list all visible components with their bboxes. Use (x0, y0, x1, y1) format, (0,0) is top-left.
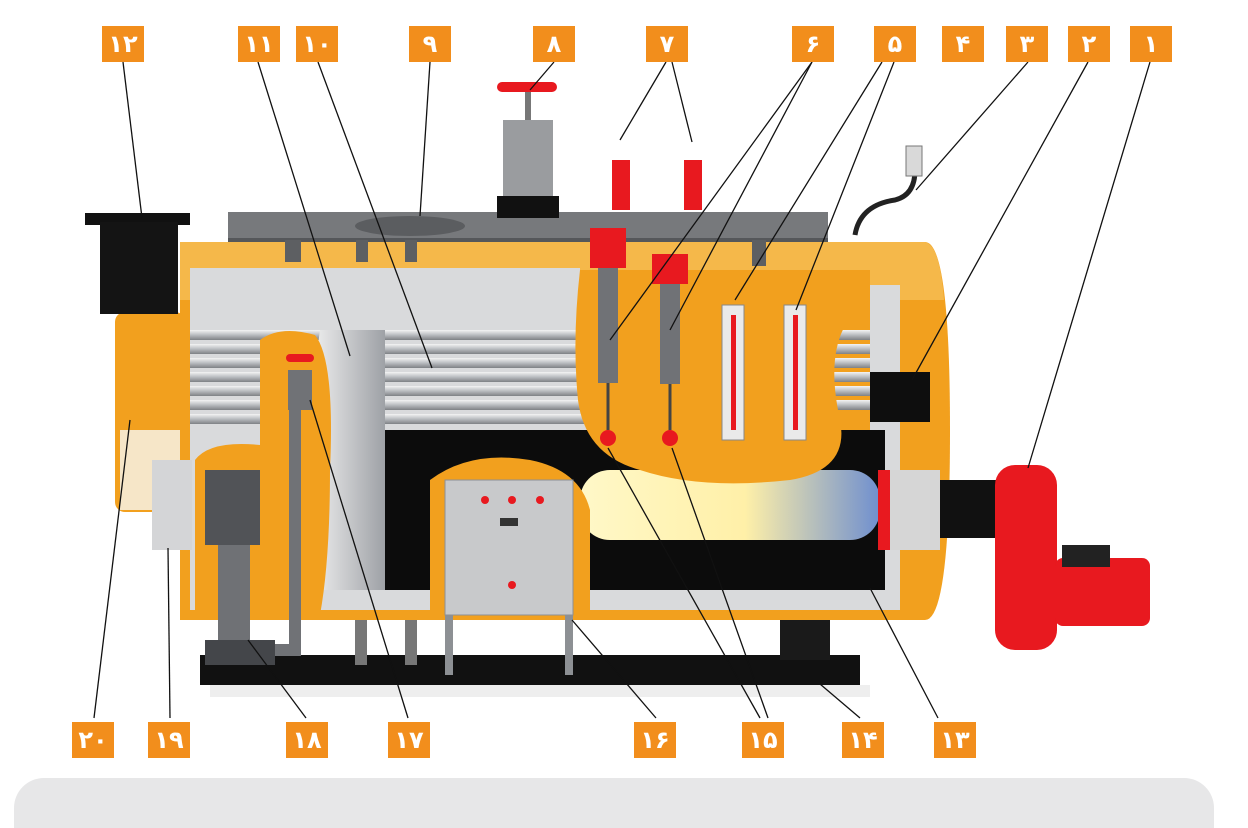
base-shadow (210, 685, 870, 697)
panel-lamp (536, 496, 544, 504)
manhole (355, 216, 465, 236)
pump-valve-wheel (286, 354, 314, 362)
panel-display (500, 518, 518, 526)
label-3: ۳ (1006, 26, 1048, 62)
safety-valve (612, 160, 630, 210)
panel-lamp (481, 496, 489, 504)
label-10: ۱۰ (296, 26, 338, 62)
safety-valve (684, 160, 702, 210)
steam-valve-stem (525, 90, 531, 120)
chimney (100, 222, 178, 314)
panel-leg (565, 615, 573, 675)
label-13: ۱۳ (934, 722, 976, 758)
label-18: ۱۸ (286, 722, 328, 758)
burner-housing (995, 465, 1057, 650)
level-switch-body (598, 268, 618, 383)
label-7: ۷ (646, 26, 688, 62)
level-valve (600, 430, 616, 446)
label-6: ۶ (792, 26, 834, 62)
panel-lamp (508, 496, 516, 504)
label-11: ۱۱ (238, 26, 280, 62)
base-frame (200, 655, 860, 685)
pump-valve (288, 370, 312, 410)
flame (580, 470, 880, 540)
panel-leg (445, 615, 453, 675)
label-9: ۹ (409, 26, 451, 62)
bottom-panel (14, 778, 1214, 828)
label-16: ۱۶ (634, 722, 676, 758)
label-17: ۱۷ (388, 722, 430, 758)
label-4: ۴ (942, 26, 984, 62)
burner-flange-red (878, 470, 890, 550)
pressure-switch (905, 145, 923, 177)
level-switch-head (590, 228, 626, 268)
label-5: ۵ (874, 26, 916, 62)
label-1: ۱ (1130, 26, 1172, 62)
leader-lines (93, 61, 1151, 719)
steam-valve-body (503, 120, 553, 205)
panel-switch (508, 581, 516, 589)
burner-motor (1055, 558, 1150, 626)
level-switch-head (652, 254, 688, 284)
pump-column (218, 545, 250, 640)
fire-tubes (190, 330, 870, 424)
steam-valve-base (497, 196, 559, 218)
pressure-line (852, 169, 918, 236)
steam-valve-wheel (497, 82, 557, 92)
label-19: ۱۹ (148, 722, 190, 758)
level-valve (662, 430, 678, 446)
burner-motor-box (1062, 545, 1110, 567)
pump-motor (205, 470, 260, 545)
level-switch-body (660, 284, 680, 384)
label-2: ۲ (1068, 26, 1110, 62)
top-platform-edge (228, 238, 828, 244)
label-14: ۱۴ (842, 722, 884, 758)
burner-flange (870, 372, 930, 422)
label-8: ۸ (533, 26, 575, 62)
label-12: ۱۲ (102, 26, 144, 62)
label-15: ۱۵ (742, 722, 784, 758)
front-tube-sheet (152, 460, 192, 550)
label-20: ۲۰ (72, 722, 114, 758)
